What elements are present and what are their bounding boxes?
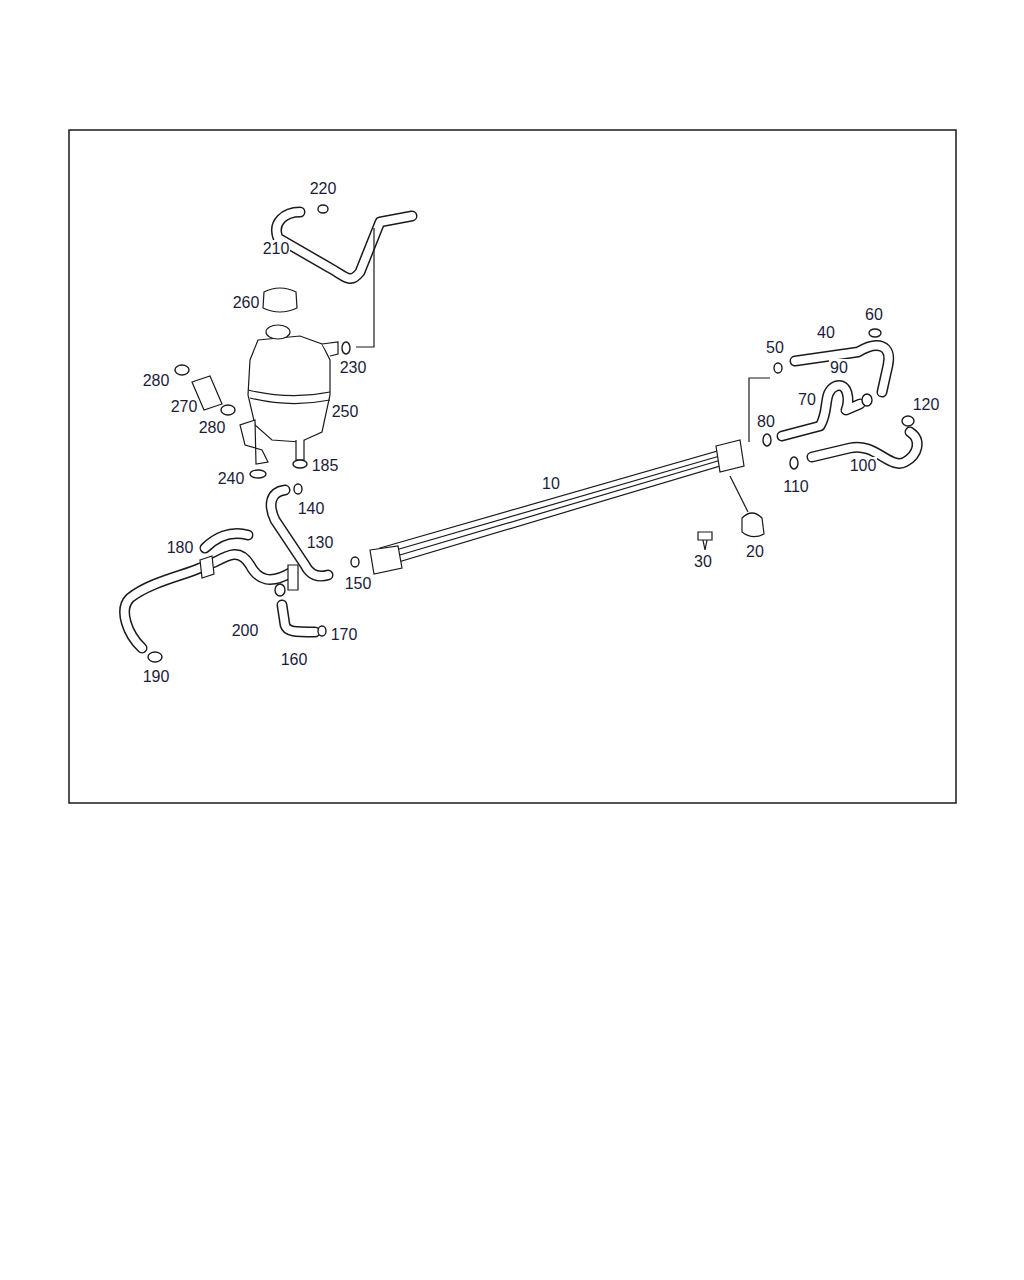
callout-number: 240 (217, 470, 246, 488)
hose (277, 212, 412, 279)
leader-line (749, 378, 770, 442)
callout-number: 200 (231, 622, 260, 640)
callout-number: 185 (311, 457, 340, 475)
callout-number: 10 (541, 475, 561, 493)
clamp (763, 434, 771, 446)
clamp (175, 365, 189, 375)
clamp (902, 416, 914, 426)
callout-number: 60 (864, 306, 884, 324)
clamp (318, 626, 326, 636)
callout-number: 250 (331, 403, 360, 421)
cooler-tube (370, 440, 744, 574)
clamp (221, 405, 235, 415)
callout-number: 50 (765, 339, 785, 357)
screw (698, 532, 712, 550)
callout-number: 90 (829, 359, 849, 377)
callout-number: 40 (816, 324, 836, 342)
callout-number: 130 (306, 534, 335, 552)
callout-number: 270 (170, 398, 199, 416)
hose (782, 385, 860, 436)
cap (263, 288, 297, 312)
callout-number: 160 (280, 651, 309, 669)
callout-number: 30 (693, 553, 713, 571)
clamp (790, 457, 798, 469)
leader-line (356, 228, 374, 347)
callout-number: 260 (232, 294, 261, 312)
callout-number: 280 (142, 372, 171, 390)
callout-number: 230 (339, 359, 368, 377)
clamp (342, 342, 350, 354)
clamp (862, 394, 872, 406)
clamp (275, 584, 285, 596)
callout-number: 70 (797, 391, 817, 409)
callout-number: 80 (756, 413, 776, 431)
callout-number: 140 (297, 500, 326, 518)
expansion-tank (240, 325, 338, 464)
callout-number: 220 (309, 180, 338, 198)
clamp (869, 329, 881, 337)
leader-line (730, 476, 748, 512)
clamp (293, 460, 307, 468)
callout-number: 100 (849, 457, 878, 475)
clamp (774, 363, 782, 373)
callout-number: 150 (344, 575, 373, 593)
callout-number: 280 (198, 419, 227, 437)
callout-number: 170 (330, 626, 359, 644)
callout-number: 20 (745, 543, 765, 561)
callout-number: 110 (782, 478, 810, 496)
bracket (742, 513, 764, 537)
clamp (148, 652, 162, 662)
hose (282, 605, 315, 632)
clamp (351, 557, 359, 567)
frame (69, 130, 956, 803)
callout-number: 190 (142, 668, 171, 686)
callout-number: 180 (166, 539, 195, 557)
callout-number: 210 (262, 240, 291, 258)
clamp (318, 205, 328, 213)
hose (125, 533, 298, 648)
callout-number: 120 (912, 396, 941, 414)
clamp (294, 484, 302, 494)
clamp (250, 470, 266, 478)
